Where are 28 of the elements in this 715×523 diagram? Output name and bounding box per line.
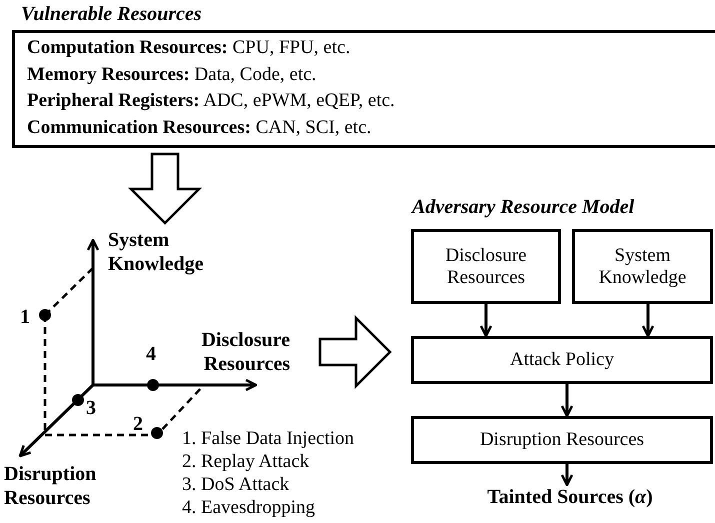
point-number: 2 — [133, 412, 144, 436]
point-number: 1 — [20, 305, 31, 329]
list-item: 1. False Data Injection — [182, 428, 356, 451]
block-arrow — [128, 152, 202, 225]
resource-line: Peripheral Registers: ADC, ePWM, eQEP, etc. — [27, 90, 395, 112]
process-box: Attack Policy — [411, 336, 713, 384]
process-box: Disclosure Resources — [411, 229, 561, 304]
axis-label: System Knowledge — [108, 228, 205, 276]
axis-label: Disruption Resources — [4, 462, 98, 510]
resource-line: Computation Resources: CPU, FPU, etc. — [27, 37, 350, 59]
list-item: 2. Replay Attack — [182, 451, 310, 474]
process-box: Disruption Resources — [411, 416, 713, 464]
group-heading: Adversary Resource Model — [412, 196, 634, 219]
block-arrow — [318, 314, 392, 390]
point-number: 4 — [146, 342, 157, 366]
arrow — [642, 304, 654, 338]
resource-line: Communication Resources: CAN, SCI, etc. — [27, 116, 372, 138]
list-item: 4. Eavesdropping — [182, 497, 316, 520]
point-number: 3 — [86, 396, 97, 420]
arrow — [560, 464, 574, 486]
list-item: 3. DoS Attack — [182, 474, 290, 497]
box-heading: Vulnerable Resources — [21, 3, 202, 26]
axis-label: Disclosure Resources — [200, 328, 290, 376]
output-label: Tainted Sources (α) — [440, 486, 700, 516]
arrow — [560, 384, 574, 418]
process-box: System Knowledge — [572, 229, 713, 304]
resource-line: Memory Resources: Data, Code, etc. — [27, 64, 316, 86]
arrow — [480, 304, 492, 338]
